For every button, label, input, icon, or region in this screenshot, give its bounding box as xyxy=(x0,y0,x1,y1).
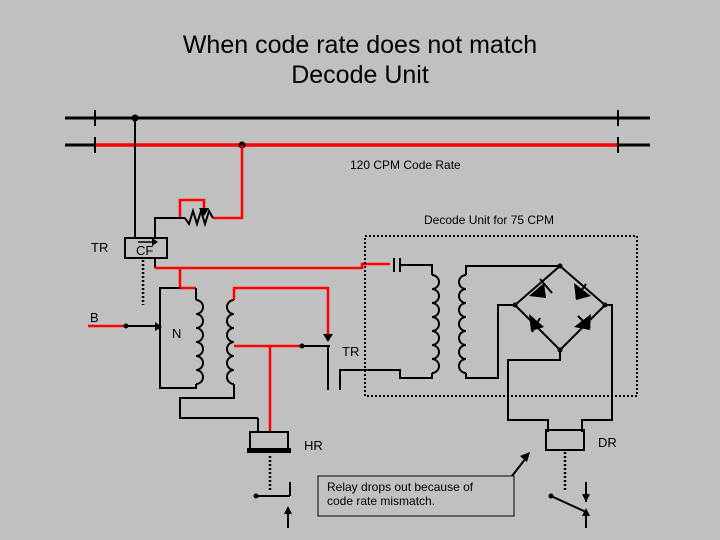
title-line-2: Decode Unit xyxy=(291,61,429,89)
tr-right-label: TR xyxy=(342,344,359,359)
cf-relay xyxy=(124,237,390,305)
bridge-rectifier xyxy=(507,263,613,432)
decode-unit-enclosure xyxy=(364,235,638,397)
decode-primary-coil xyxy=(431,274,440,374)
tr-arrow xyxy=(323,334,333,342)
diode-bar xyxy=(539,278,553,294)
tap-arrow xyxy=(199,208,209,216)
decode-secondary-top xyxy=(465,265,560,275)
cf-label: CF xyxy=(136,243,153,258)
dr-contact-arrow xyxy=(582,494,590,502)
cf-output-wire xyxy=(155,262,390,270)
callout-pointer xyxy=(511,457,527,477)
n-label: N xyxy=(172,326,181,341)
code-feed-wire xyxy=(213,145,244,220)
decode-secondary-coil xyxy=(458,274,467,374)
primary-coil xyxy=(195,299,204,385)
callout-pointer-arrow xyxy=(520,452,530,462)
cf-relay-box xyxy=(124,237,168,259)
hr-label: HR xyxy=(304,438,323,453)
contact-arrow xyxy=(155,322,162,331)
main-transformer xyxy=(159,268,333,432)
diode-bar xyxy=(577,315,591,329)
code-rate-label: 120 CPM Code Rate xyxy=(350,158,461,172)
cf-arrow xyxy=(152,238,158,246)
callout-box xyxy=(317,475,515,517)
labels: 120 CPM Code Rate Decode Unit for 75 CPM… xyxy=(90,158,617,453)
callout: Relay drops out because of code rate mis… xyxy=(317,452,530,517)
decode-unit-label: Decode Unit for 75 CPM xyxy=(424,213,554,227)
code-circuit xyxy=(131,114,246,238)
resistor xyxy=(184,207,214,228)
track-rails xyxy=(65,110,650,153)
lead-wire xyxy=(154,217,185,238)
primary-upper-lead xyxy=(178,268,196,290)
secondary-upper-lead xyxy=(232,286,330,338)
bridge-node xyxy=(512,302,518,308)
bridge-output-left xyxy=(507,350,561,432)
primary-lower-lead xyxy=(159,287,197,389)
dr-relay xyxy=(545,429,590,528)
dr-label: DR xyxy=(598,435,617,450)
diode-bar xyxy=(531,317,541,333)
b-label: B xyxy=(90,310,99,325)
dr-output-arrow xyxy=(582,508,590,516)
hr-relay-base xyxy=(247,448,291,453)
hr-relay-box xyxy=(249,431,289,451)
callout-line-2: code rate mismatch. xyxy=(327,494,435,508)
secondary-lower-lead xyxy=(179,384,258,419)
hr-output-arrow xyxy=(284,506,292,514)
hr-relay xyxy=(247,431,292,528)
b-feed xyxy=(88,322,162,331)
title-line-1: When code rate does not match xyxy=(182,31,538,59)
secondary-coil xyxy=(226,299,235,385)
bridge-outline xyxy=(513,264,607,352)
tr-left-label: TR xyxy=(91,240,108,255)
decode-secondary-bottom xyxy=(465,304,515,379)
bridge-output-right xyxy=(581,304,613,432)
dr-relay-box xyxy=(545,429,585,451)
diode xyxy=(529,283,546,298)
dr-contact-arm xyxy=(550,495,587,513)
decode-primary-return xyxy=(339,369,433,390)
slide-title: When code rate does not match Decode Uni… xyxy=(0,30,720,90)
resistor-tap xyxy=(178,198,206,218)
diode-bar xyxy=(575,283,587,299)
decode-unit xyxy=(339,235,638,397)
bridge-node xyxy=(557,263,563,269)
capacitor-lead xyxy=(400,264,433,275)
callout-line-1: Relay drops out because of xyxy=(327,480,474,494)
